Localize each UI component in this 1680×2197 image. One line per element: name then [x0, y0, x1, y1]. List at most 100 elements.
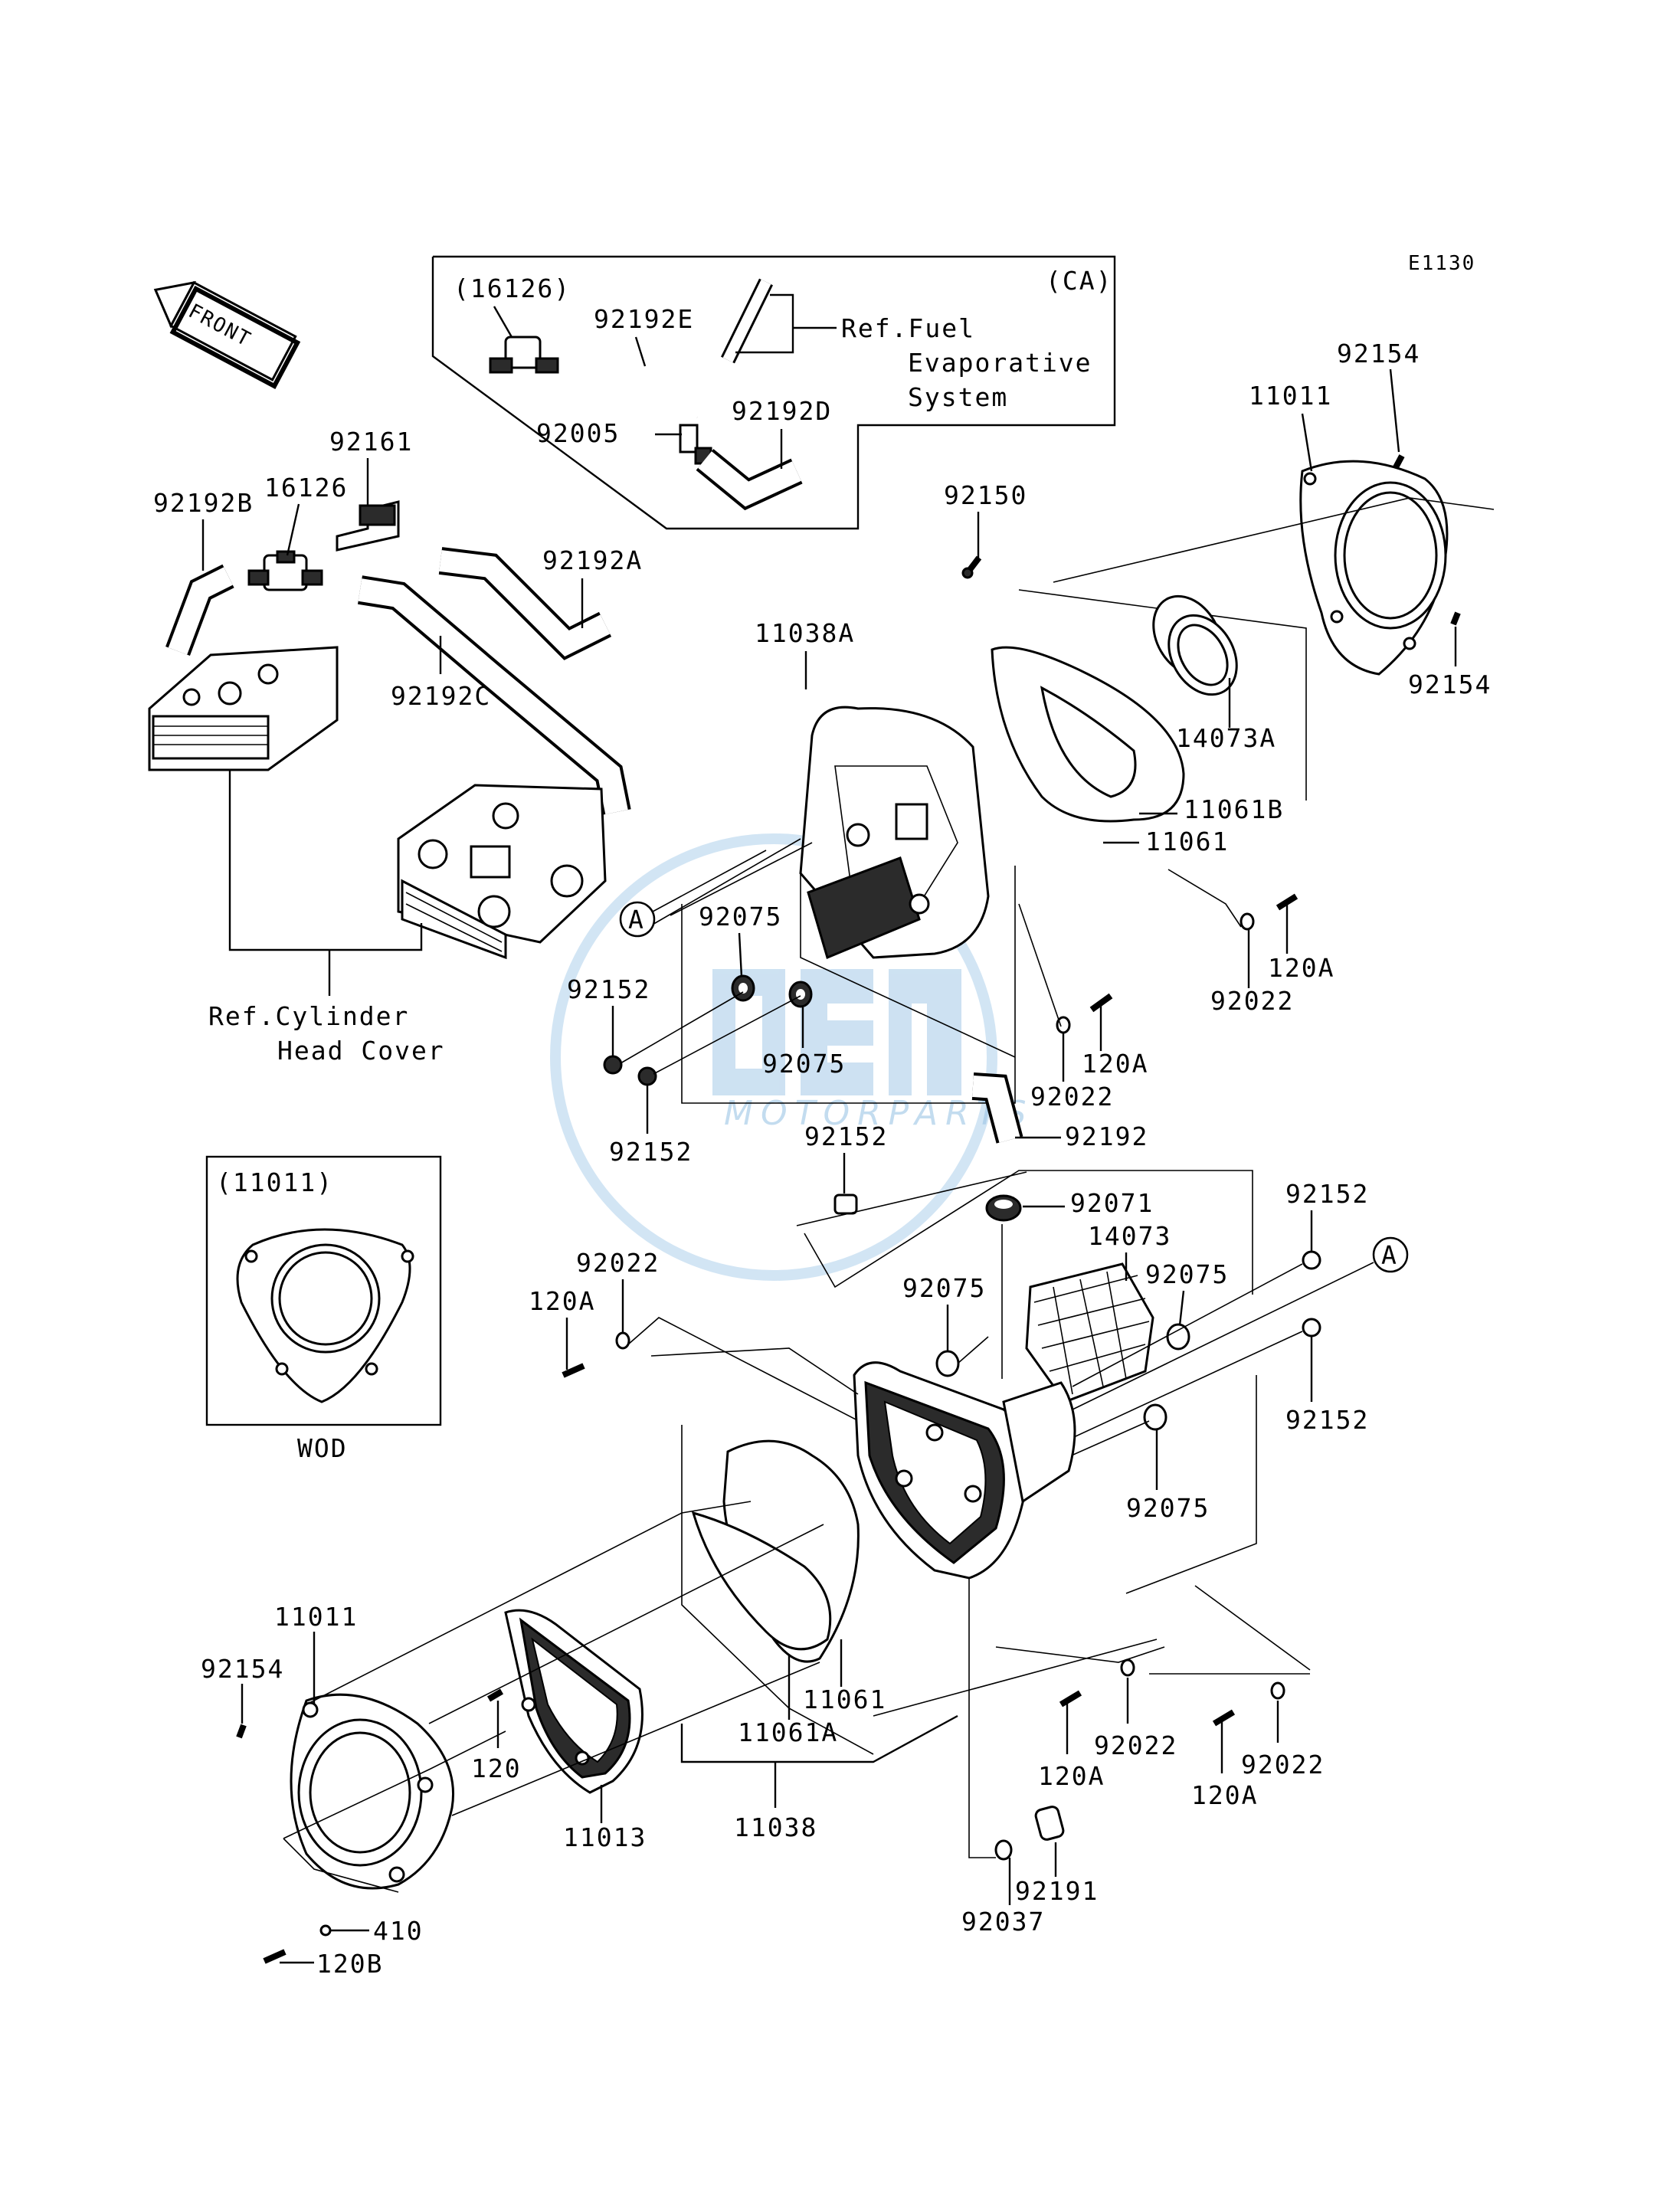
ca-ref-line1: Ref.Fuel [841, 313, 975, 343]
label-92152-d: 92152 [1285, 1179, 1369, 1209]
diagram-code: E1130 [1408, 252, 1475, 275]
washer-92022-c-icon [615, 1331, 630, 1350]
housing-11038A-icon [799, 706, 990, 960]
label-120: 120 [471, 1753, 522, 1783]
label-92152-c: 92152 [804, 1121, 888, 1151]
label-11061A: 11061A [738, 1717, 838, 1747]
label-92075-b: 92075 [762, 1049, 846, 1079]
grommet-92075-c-icon [935, 1350, 960, 1377]
label-92154-top: 92154 [1337, 339, 1420, 368]
filter-element-11061A-icon [691, 1511, 832, 1651]
label-120A-a: 120A [1268, 953, 1335, 983]
gasket-14073A-icon [1152, 594, 1238, 696]
label-92075-d: 92075 [1145, 1259, 1229, 1289]
label-11061-bot: 11061 [803, 1685, 886, 1714]
label-92192B: 92192B [153, 488, 254, 518]
ca-part-92192D: 92192D [732, 396, 832, 426]
label-92152-a: 92152 [567, 974, 650, 1004]
collar-92152-e-icon [1302, 1318, 1321, 1338]
valve-16126-icon [247, 550, 323, 591]
collar-92152-b-icon [637, 1066, 657, 1086]
screw-92154-right-icon [1450, 611, 1461, 626]
label-120A-e: 120A [1191, 1780, 1258, 1810]
label-92192C: 92192C [391, 681, 491, 711]
label-14073: 14073 [1088, 1221, 1171, 1251]
bolt-120A-e-icon [1212, 1709, 1236, 1727]
grommet-92071-icon [985, 1194, 1022, 1222]
base-11013-icon [504, 1609, 644, 1794]
label-92022-c: 92022 [576, 1248, 660, 1278]
label-410: 410 [373, 1916, 424, 1946]
bolt-120A-a-icon [1276, 893, 1298, 911]
clamp-92037-icon [994, 1839, 1013, 1861]
grommet-92075-b-icon [788, 981, 813, 1008]
ca-ref-line2: Evaporative [908, 348, 1092, 378]
front-arrow-icon: FRONT [153, 280, 301, 389]
filter-element-11061-icon [991, 646, 1185, 823]
ref-cylinder-line1: Ref.Cylinder [208, 1001, 409, 1031]
ref-cylinder-line2: Head Cover [277, 1036, 445, 1066]
label-92154-right: 92154 [1408, 670, 1492, 699]
lower-air-cleaner: 92152 92192 92071 14073 92152 92022 120A… [201, 1072, 1409, 1979]
label-92152-b: 92152 [609, 1137, 693, 1167]
drain-cap-92191-icon [1034, 1806, 1065, 1841]
label-92022-a: 92022 [1210, 986, 1294, 1016]
washer-92022-a-icon [1240, 912, 1255, 931]
washer-410-icon [319, 1924, 332, 1937]
ca-ref-line3: System [908, 382, 1008, 412]
bolt-120A-b-icon [1089, 993, 1113, 1013]
label-92161: 92161 [329, 427, 413, 457]
label-92071: 92071 [1070, 1188, 1154, 1218]
wod-caption: WOD [297, 1433, 348, 1463]
ca-part-16126: (16126) [454, 273, 571, 303]
grommet-92075-e-icon [1143, 1403, 1167, 1431]
washer-92022-d-icon [1120, 1658, 1135, 1677]
label-92192A: 92192A [542, 545, 643, 575]
wod-part-label: (11011) [216, 1167, 333, 1197]
label-92154-bot: 92154 [201, 1654, 284, 1684]
washer-92022-e-icon [1270, 1681, 1285, 1700]
grommet-92075-a-icon [731, 974, 755, 1002]
bolt-120A-c-icon [562, 1363, 585, 1378]
label-92022-e: 92022 [1241, 1750, 1325, 1780]
upper-air-cleaner: 92150 11038A 11011 92154 92154 14073A 11… [567, 339, 1495, 1167]
screw-92150-icon [961, 555, 982, 579]
ca-valve-icon [489, 336, 559, 374]
wod-box: (11011) WOD [205, 1155, 442, 1463]
label-11061-top: 11061 [1145, 827, 1229, 856]
label-92150: 92150 [944, 480, 1027, 510]
label-92075-a: 92075 [699, 902, 782, 932]
label-120A-d: 120A [1038, 1761, 1105, 1791]
upper-hose-assembly: 92161 16126 92192B 92192A 92192C [153, 427, 643, 815]
label-92191: 92191 [1015, 1876, 1099, 1906]
label-11011-bot: 11011 [274, 1602, 358, 1632]
watermark-subtext: MOTORPARTS [724, 1094, 1034, 1133]
label-92022-b: 92022 [1030, 1082, 1114, 1112]
screw-92154-bot-icon [236, 1724, 247, 1739]
label-11061B: 11061B [1184, 794, 1284, 824]
label-120B: 120B [316, 1949, 383, 1979]
ca-part-92005: 92005 [536, 418, 620, 448]
mesh-14073-icon [1025, 1262, 1154, 1403]
label-11038A: 11038A [755, 618, 855, 648]
ref-cylinder-bracket [228, 770, 423, 951]
callout-a-upper: A [619, 901, 656, 938]
bracket-92161-icon [336, 500, 400, 552]
ca-tag: (CA) [1046, 266, 1112, 296]
cylinder-head-cover-front [397, 784, 607, 960]
label-92075-e: 92075 [1126, 1493, 1210, 1523]
label-92037: 92037 [961, 1907, 1045, 1937]
watermark: MOTORPARTS [550, 833, 1034, 1281]
label-92022-d: 92022 [1094, 1730, 1177, 1760]
ca-box: (CA) (16126) 92192E 92005 92192D Ref.Fue… [431, 255, 1116, 530]
watermark-logo [712, 969, 961, 1095]
collar-92152-c-icon [833, 1193, 858, 1215]
housing-11038-icon [853, 1361, 1076, 1580]
screw-92154-top-icon [1393, 454, 1405, 469]
collar-92152-d-icon [1302, 1250, 1321, 1270]
label-16126: 16126 [264, 473, 348, 503]
ca-fitting-92005 [679, 424, 712, 465]
label-92152-e: 92152 [1285, 1405, 1369, 1435]
label-14073A: 14073A [1176, 723, 1276, 753]
